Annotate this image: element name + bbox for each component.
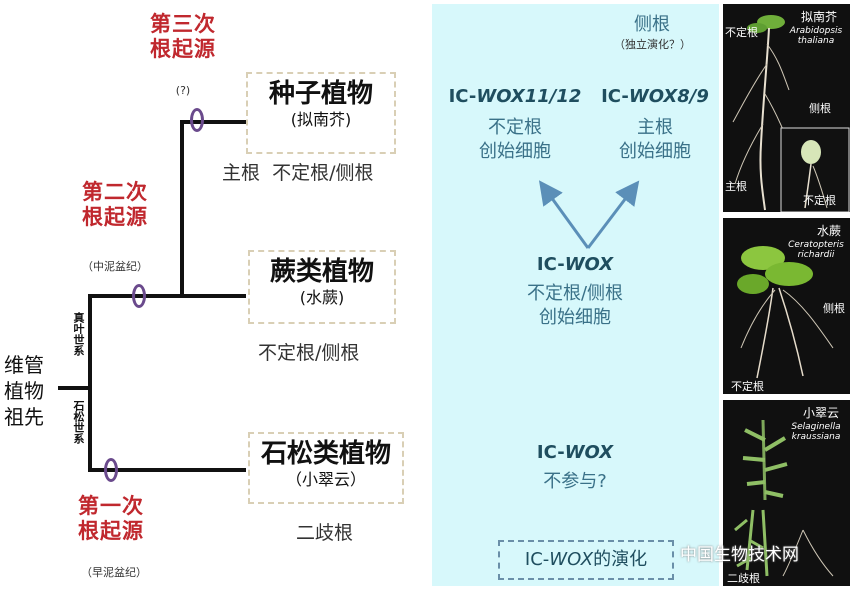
arabidopsis-sci1: Arabidopsis: [789, 26, 843, 36]
wox11-line2: 创始细胞: [479, 141, 551, 162]
lyco-root-types: 二歧根: [296, 522, 354, 544]
second-origin-era: （中泥盆纪）: [82, 260, 148, 273]
first-origin-era: （早泥盆纪）: [81, 566, 147, 579]
arabidopsis-adventitious-label: 不定根: [725, 26, 758, 39]
evo-suffix: 的演化: [593, 549, 648, 570]
wox8-title: IC-WOX8/9: [580, 86, 730, 107]
evo-prefix: IC-: [524, 549, 550, 570]
wox11-gene: WOX11/12: [476, 86, 582, 107]
arabidopsis-sci2: thaliana: [797, 36, 835, 46]
lineage-euphyllophyte: 真叶世系: [72, 312, 85, 356]
wox8-prefix: IC-: [601, 86, 629, 107]
ceratopteris-name: 水蕨: [817, 224, 842, 238]
seed-root-types: 主根 不定根/侧根: [222, 162, 374, 184]
ancestor-line2: 植物: [4, 379, 44, 403]
ceratopteris-adventitious-label: 不定根: [731, 380, 764, 393]
arabidopsis-sci: Arabidopsis thaliana: [785, 26, 847, 46]
arabidopsis-primary-label: 主根: [725, 180, 747, 193]
wox11-line1: 不定根: [488, 117, 542, 138]
selaginella-plant-image: [734, 419, 834, 577]
tree-euphyllophyte-branch: [88, 294, 246, 298]
seed-plant-box: 种子植物 (拟南芥): [246, 72, 396, 154]
wox11-title: IC-WOX11/12: [440, 86, 590, 107]
lineage-lycophyte: 石松世系: [72, 400, 85, 444]
arabidopsis-name: 拟南芥: [801, 10, 838, 24]
ceratopteris-lateral-label: 侧根: [823, 302, 845, 315]
fern-wox-line2: 创始细胞: [539, 307, 611, 328]
selaginella-sci2: kraussiana: [791, 432, 841, 442]
third-origin-era: (?): [175, 84, 191, 97]
fern-wox-body: 不定根/侧根 创始细胞: [490, 282, 660, 330]
first-origin-line1: 第一次: [78, 494, 144, 518]
second-origin-line1: 第二次: [82, 180, 148, 204]
tree-seed-branch: [180, 120, 246, 124]
selaginella-name: 小翠云: [803, 406, 840, 420]
lyco-plant-box: 石松类植物 （小翠云）: [248, 432, 404, 504]
lyco-plant-sub: （小翠云）: [285, 470, 366, 489]
fern-plant-sub: (水蕨): [299, 288, 345, 307]
fern-wox-prefix: IC-: [536, 254, 565, 275]
arrow-to-wox11: [538, 180, 590, 249]
fern-wox-title: IC-WOX: [500, 254, 650, 275]
second-origin-node: [132, 284, 146, 308]
selaginella-sci1: Selaginella: [791, 422, 841, 432]
wox8-line1: 主根: [637, 117, 673, 138]
arabidopsis-plant-image: [732, 15, 850, 212]
lyco-wox-title: IC-WOX: [520, 442, 630, 463]
wox-evolution-box: IC-WOX的演化: [498, 540, 674, 580]
third-origin-node: [190, 108, 204, 132]
fern-plant-box: 蕨类植物 (水蕨): [248, 250, 396, 324]
arabidopsis-photo: 拟南芥 Arabidopsis thaliana 不定根 侧根 主根 不定根: [723, 4, 850, 212]
ceratopteris-sci: Ceratopteris richardii: [783, 240, 849, 260]
arrow-to-wox8: [586, 180, 640, 249]
fern-plant-title: 蕨类植物: [269, 257, 374, 287]
wox-panel: 侧根 （独立演化？） IC-WOX11/12 不定根 创始细胞 IC-WOX8/…: [432, 4, 719, 586]
fern-wox-gene: WOX: [564, 254, 614, 275]
ancestor-line1: 维管: [4, 353, 44, 377]
lyco-wox-prefix: IC-: [536, 442, 565, 463]
lateral-root-label: 侧根: [634, 14, 670, 35]
lyco-plant-title: 石松类植物: [260, 439, 391, 469]
ceratopteris-sci1: Ceratopteris: [788, 240, 844, 250]
second-origin-line2: 根起源: [82, 205, 148, 229]
tree-ancestor-stem: [58, 386, 90, 390]
first-origin-line2: 根起源: [78, 519, 144, 543]
first-origin-node: [104, 458, 118, 482]
ceratopteris-sci2: richardii: [797, 250, 835, 260]
tree-seed-vertical: [180, 120, 184, 296]
selaginella-dichotomous-label: 二歧根: [727, 572, 760, 585]
third-origin-line2: 根起源: [150, 37, 216, 61]
tree-root-vertical: [88, 294, 92, 470]
second-origin-label: 第二次 根起源: [70, 180, 160, 230]
ceratopteris-plant-image: [737, 246, 834, 379]
selaginella-sci: Selaginella kraussiana: [783, 422, 849, 442]
watermark-text: 中国生物技术网: [680, 545, 799, 565]
wox8-body: 主根 创始细胞: [580, 116, 730, 164]
lyco-wox-body: 不参与?: [520, 470, 630, 494]
ceratopteris-photo: 水蕨 Ceratopteris richardii 侧根 不定根: [723, 218, 850, 394]
arabidopsis-lateral-label: 侧根: [809, 102, 831, 115]
tree-lycophyte-branch: [88, 468, 246, 472]
evo-gene: WOX: [549, 549, 594, 570]
first-origin-label: 第一次 根起源: [66, 494, 156, 544]
lateral-root-note: （独立演化？）: [614, 38, 691, 51]
seed-plant-title: 种子植物: [268, 79, 373, 109]
wox11-prefix: IC-: [448, 86, 477, 107]
third-origin-line1: 第三次: [150, 12, 216, 36]
ancestor-line3: 祖先: [4, 405, 44, 429]
ancestor-label: 维管 植物 祖先: [4, 352, 44, 430]
lyco-wox-line1: 不参与?: [543, 471, 607, 492]
wox11-body: 不定根 创始细胞: [440, 116, 590, 164]
wox8-gene: WOX8/9: [628, 86, 709, 107]
wox8-line2: 创始细胞: [619, 141, 691, 162]
fern-wox-line1: 不定根/侧根: [526, 283, 624, 304]
fern-root-types: 不定根/侧根: [258, 342, 360, 364]
third-origin-label: 第三次 根起源: [138, 12, 228, 62]
arabidopsis-inset-label: 不定根: [803, 194, 836, 207]
selaginella-photo: 小翠云 Selaginella kraussiana 二歧根: [723, 400, 850, 586]
divergence-arrows: [538, 180, 640, 249]
seed-plant-sub: (拟南芥): [290, 110, 352, 129]
lyco-wox-gene: WOX: [564, 442, 614, 463]
